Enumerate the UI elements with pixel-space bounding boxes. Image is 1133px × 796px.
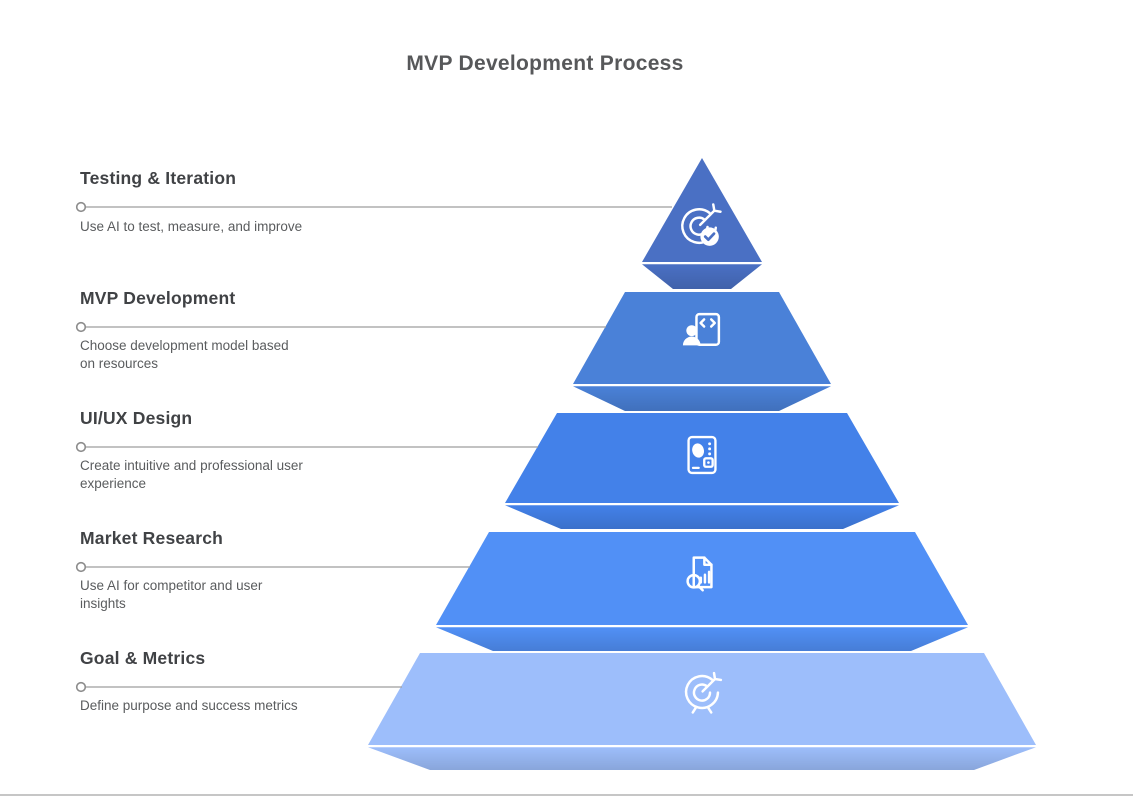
level-description-mvp-development: Choose development model based on resour… (80, 338, 289, 372)
level-face (505, 413, 899, 503)
connector-dot (75, 561, 87, 573)
level-heading-ui-ux-design: UI/UX Design (80, 408, 193, 428)
level-separator (436, 625, 968, 628)
level-heading-mvp-development: MVP Development (80, 288, 236, 308)
level-rim-shade (642, 264, 762, 289)
level-rim-shade (436, 627, 968, 651)
pyramid-level-market-research (436, 532, 968, 651)
level-rim-shade (573, 386, 831, 411)
level-heading-testing-iteration: Testing & Iteration (80, 168, 237, 188)
level-separator (642, 262, 762, 265)
level-description-goal-metrics: Define purpose and success metrics (80, 698, 298, 713)
pyramid-level-goal-metrics (368, 653, 1036, 770)
pyramid-level-testing-iteration (642, 158, 762, 289)
level-separator (505, 503, 899, 506)
level-rim-shade (368, 747, 1036, 770)
page-bottom-edge (0, 794, 1133, 796)
diagram-title: MVP Development Process (406, 52, 684, 75)
level-description-ui-ux-design: Create intuitive and professional user e… (80, 458, 303, 492)
level-face (573, 292, 831, 384)
target-arrow-icon (684, 671, 723, 714)
connector-ui-ux-design (75, 441, 538, 453)
connector-testing-iteration (75, 201, 672, 213)
connector-goal-metrics (75, 681, 402, 693)
connector-market-research (75, 561, 470, 573)
level-description-market-research: Use AI for competitor and user insights (80, 578, 263, 612)
connector-dot (75, 321, 87, 333)
level-heading-market-research: Market Research (80, 528, 224, 548)
developer-code-icon (682, 312, 721, 347)
target-check-icon (681, 203, 722, 246)
connector-dot (75, 681, 87, 693)
level-description-testing-iteration: Use AI to test, measure, and improve (80, 219, 303, 234)
document-search-icon (686, 556, 713, 592)
connector-dot (75, 201, 87, 213)
level-separator (368, 745, 1036, 748)
check-mark (703, 232, 716, 242)
level-separator (573, 384, 831, 387)
level-face (368, 653, 1036, 745)
level-heading-goal-metrics: Goal & Metrics (80, 648, 206, 668)
level-rim-shade (505, 505, 899, 529)
connector-dot (75, 441, 87, 453)
pyramid-level-ui-ux-design (505, 413, 899, 529)
connector-mvp-development (75, 321, 606, 333)
pyramid-level-mvp-development (573, 292, 831, 411)
mobile-design-icon (687, 435, 717, 475)
